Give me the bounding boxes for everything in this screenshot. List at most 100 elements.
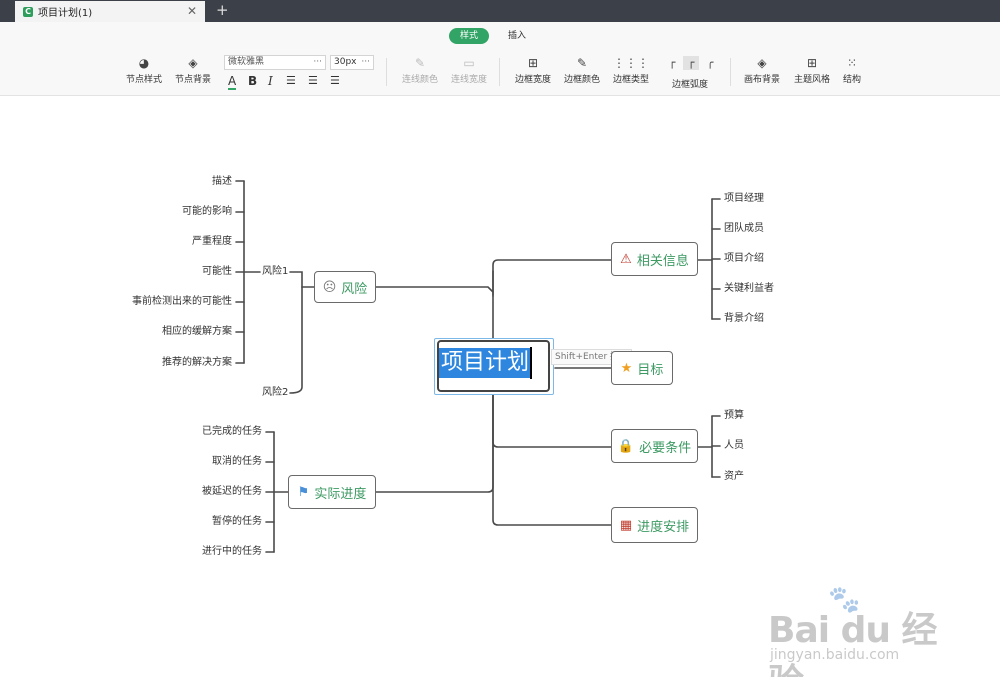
radius-round-button[interactable]: ╭ [706, 56, 714, 69]
tab-insert[interactable]: 插入 [507, 31, 526, 41]
canvas-bg-label: 画布背景 [743, 75, 780, 85]
node-bg-button[interactable]: ◈ 节点背景 [173, 54, 213, 85]
tab-style[interactable]: 样式 [449, 28, 489, 44]
structure-button[interactable]: ⁙ 结构 [838, 54, 866, 85]
more-icon: ··· [313, 57, 322, 67]
node-progress[interactable]: ⚑ 实际进度 [288, 475, 376, 509]
paw-icon: 🐾 [828, 585, 861, 615]
align-right-icon[interactable]: ☰ [330, 74, 340, 87]
more-icon: ··· [361, 57, 370, 67]
structure-icon: ⁙ [846, 56, 858, 70]
tab-title: 项目计划(1) [38, 8, 93, 19]
border-type-icon: ⋮⋮⋮ [613, 56, 649, 70]
leaf-risk-1[interactable]: 可能的影响 [182, 206, 232, 217]
align-left-icon[interactable]: ☰ [286, 74, 296, 87]
text-caret [530, 347, 532, 379]
bold-button[interactable]: B [248, 74, 258, 88]
node-risk-2[interactable]: 风险2 [262, 387, 289, 398]
node-info-label: 相关信息 [636, 253, 689, 269]
node-risk[interactable]: ☹ 风险 [314, 271, 376, 303]
leaf-risk-6[interactable]: 推荐的解决方案 [162, 357, 232, 368]
border-width-button[interactable]: ⊞ 边框宽度 [512, 54, 554, 85]
leaf-risk-5[interactable]: 相应的缓解方案 [162, 326, 232, 337]
border-width-label: 边框宽度 [514, 75, 551, 85]
toolbar: 样式 插入 ◕ 节点样式 ◈ 节点背景 微软雅黑 ··· 30px ··· A … [0, 22, 1000, 96]
leaf-progress-0[interactable]: 已完成的任务 [202, 426, 262, 437]
canvas-bg-button[interactable]: ◈ 画布背景 [741, 54, 783, 85]
separator [730, 58, 731, 86]
leaf-req-1[interactable]: 人员 [724, 440, 744, 451]
paint-bucket-icon: ◈ [188, 56, 198, 70]
node-requirements[interactable]: 🔒 必要条件 [611, 429, 698, 463]
node-risk-1[interactable]: 风险1 [262, 266, 289, 277]
leaf-info-2[interactable]: 项目介绍 [724, 253, 764, 264]
leaf-progress-2[interactable]: 被延迟的任务 [202, 486, 262, 497]
warning-icon: ⚠ [620, 251, 632, 267]
font-family-select[interactable]: 微软雅黑 ··· [224, 55, 326, 70]
node-style-label: 节点样式 [125, 75, 162, 85]
node-style-button[interactable]: ◕ 节点样式 [124, 54, 164, 85]
calendar-icon: ▦ [619, 517, 633, 533]
radius-square-button[interactable]: ┌ [668, 56, 676, 69]
separator [499, 58, 500, 86]
node-style-icon: ◕ [138, 56, 150, 70]
sad-face-icon: ☹ [322, 279, 337, 295]
leaf-info-3[interactable]: 关键利益者 [724, 283, 774, 294]
watermark-brand: Bai du 经验 [768, 610, 938, 677]
line-width-button[interactable]: ▭ 连线宽度 [448, 54, 490, 85]
node-progress-label: 实际进度 [314, 486, 367, 502]
border-type-label: 边框类型 [612, 75, 649, 85]
font-color-button[interactable]: A [228, 74, 237, 90]
border-type-button[interactable]: ⋮⋮⋮ 边框类型 [610, 54, 652, 85]
star-icon: ★ [620, 360, 633, 376]
node-bg-label: 节点背景 [174, 75, 211, 85]
root-node-text[interactable]: 项目计划 [439, 348, 532, 378]
mindmap-canvas[interactable]: 描述 可能的影响 严重程度 可能性 事前检测出来的可能性 相应的缓解方案 推荐的… [0, 97, 1000, 677]
node-goal[interactable]: ★ 目标 [611, 351, 673, 385]
theme-style-button[interactable]: ⊞ 主题风格 [790, 54, 834, 85]
leaf-risk-4[interactable]: 事前检测出来的可能性 [132, 296, 232, 307]
separator [386, 58, 387, 86]
leaf-progress-1[interactable]: 取消的任务 [212, 456, 262, 467]
line-width-label: 连线宽度 [450, 75, 487, 85]
leaf-risk-3[interactable]: 可能性 [202, 266, 232, 277]
leaf-req-2[interactable]: 资产 [724, 471, 744, 482]
theme-style-label: 主题风格 [793, 75, 830, 85]
font-size-select[interactable]: 30px ··· [330, 55, 374, 70]
line-width-icon: ▭ [463, 56, 475, 70]
node-goal-label: 目标 [637, 362, 664, 378]
close-icon[interactable]: ✕ [186, 4, 197, 18]
watermark-url: jingyan.baidu.com [770, 647, 900, 663]
border-color-button[interactable]: ✎ 边框颜色 [561, 54, 603, 85]
tab-project-plan[interactable]: C 项目计划(1) ✕ [15, 1, 205, 22]
flag-icon: ⚑ [297, 484, 310, 500]
brush-icon: ✎ [576, 56, 588, 70]
node-info[interactable]: ⚠ 相关信息 [611, 242, 698, 276]
add-tab-icon[interactable]: + [216, 1, 229, 19]
node-schedule-label: 进度安排 [637, 519, 690, 535]
leaf-progress-3[interactable]: 暂停的任务 [212, 516, 262, 527]
app-logo-icon: C [23, 6, 33, 17]
root-selection-outline [434, 338, 554, 395]
leaf-info-1[interactable]: 团队成员 [724, 223, 764, 234]
font-family-value: 微软雅黑 [228, 57, 265, 67]
border-color-label: 边框颜色 [563, 75, 600, 85]
align-center-icon[interactable]: ☰ [308, 74, 318, 87]
leaf-risk-0[interactable]: 描述 [212, 176, 232, 187]
italic-button[interactable]: I [268, 74, 273, 88]
radius-small-button[interactable]: ┌ [683, 56, 699, 70]
leaf-req-0[interactable]: 预算 [724, 410, 744, 421]
leaf-progress-4[interactable]: 进行中的任务 [202, 546, 262, 557]
leaf-risk-2[interactable]: 严重程度 [192, 236, 232, 247]
leaf-info-0[interactable]: 项目经理 [724, 193, 764, 204]
lock-icon: 🔒 [617, 438, 635, 454]
border-width-icon: ⊞ [527, 56, 539, 70]
paint-bucket-icon: ◈ [757, 56, 767, 70]
border-radius-label: 边框弧度 [671, 80, 708, 90]
node-schedule[interactable]: ▦ 进度安排 [611, 507, 698, 543]
line-color-button[interactable]: ✎ 连线颜色 [399, 54, 441, 85]
leaf-info-4[interactable]: 背景介绍 [724, 313, 764, 324]
connector-lines [235, 180, 721, 553]
tab-bar: C 项目计划(1) ✕ + [0, 0, 1000, 22]
